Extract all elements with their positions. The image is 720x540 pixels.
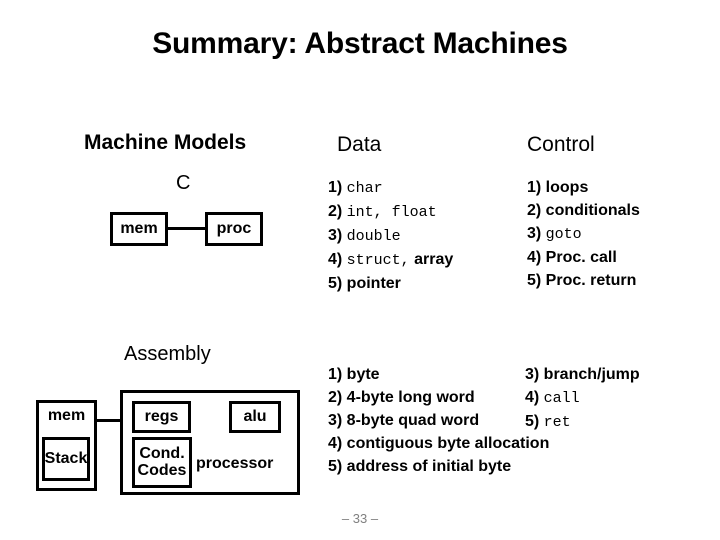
assembly-mem-label: mem (47, 407, 86, 424)
list-item: 1) byte (328, 363, 549, 386)
list-item-text: branch/jump (543, 366, 640, 383)
assembly-stack-box: Stack (42, 437, 90, 481)
list-item-text: conditionals (545, 202, 640, 219)
list-item-text: byte (346, 366, 380, 383)
list-item-text: loops (545, 179, 589, 196)
list-item-number: 1) (328, 179, 347, 196)
list-item-number: 5) (328, 458, 347, 475)
list-item: 4) struct, array (328, 248, 453, 272)
list-item: 5) ret (525, 410, 640, 434)
assembly-connector-line (96, 419, 122, 422)
list-item-number: 2) (328, 203, 347, 220)
list-item-number: 4) (527, 249, 546, 266)
list-item-text: Proc. return (545, 272, 637, 289)
assembly-alu-box: alu (229, 401, 281, 433)
c-model-connector-line (167, 227, 206, 230)
list-item-text: Proc. call (545, 249, 617, 266)
assembly-model-label: Assembly (124, 343, 211, 365)
list-item: 4) Proc. call (527, 246, 640, 269)
list-item-number: 2) (527, 202, 546, 219)
column-header-control: Control (527, 133, 595, 156)
list-item: 5) Proc. return (527, 269, 640, 292)
list-item-text: array (409, 251, 454, 268)
list-item: 1) loops (527, 176, 640, 199)
list-item-number: 4) (328, 435, 347, 452)
list-item-code: ret (543, 414, 571, 431)
list-item-code: char (346, 180, 383, 197)
column-header-data: Data (337, 133, 382, 156)
list-item-text: address of initial byte (346, 458, 512, 475)
page-title: Summary: Abstract Machines (152, 27, 568, 60)
list-item-number: 5) (527, 272, 546, 289)
list-item: 2) conditionals (527, 199, 640, 222)
list-item-number: 4) (328, 251, 347, 268)
list-item-number: 1) (328, 366, 347, 383)
list-item-number: 1) (527, 179, 546, 196)
c-model-mem-box: mem (110, 212, 168, 246)
list-item-number: 3) (525, 366, 544, 383)
assembly-cond-codes-box: Cond. Codes (132, 437, 192, 488)
c-model-proc-box: proc (205, 212, 263, 246)
list-item-text: contiguous byte allocation (346, 435, 550, 452)
assembly-processor-label: processor (196, 455, 274, 472)
list-item: 2) 4-byte long word (328, 386, 549, 409)
list-item-number: 2) (328, 389, 347, 406)
cond-codes-line-1: Cond. (139, 445, 185, 463)
assembly-regs-box: regs (132, 401, 191, 433)
list-item: 3) branch/jump (525, 363, 640, 386)
list-item: 3) goto (527, 222, 640, 246)
list-item: 3) double (328, 224, 453, 248)
list-item-text: pointer (346, 275, 401, 292)
list-item-number: 5) (525, 413, 544, 430)
list-item: 1) char (328, 176, 453, 200)
list-item-text: 4-byte long word (346, 389, 475, 406)
slide-number: – 33 – (341, 511, 379, 526)
list-item-number: 3) (328, 412, 347, 429)
list-item-number: 4) (525, 389, 544, 406)
column-header-machine-models: Machine Models (84, 131, 247, 154)
list-item: 3) 8-byte quad word (328, 409, 549, 432)
list-item-code: double (346, 228, 401, 245)
list-item-code: int, float (346, 204, 437, 221)
c-model-label: C (176, 172, 191, 194)
list-item-number: 5) (328, 275, 347, 292)
cond-codes-line-2: Codes (137, 461, 187, 479)
list-item-code: goto (545, 226, 582, 243)
list-item: 4) contiguous byte allocation (328, 432, 549, 455)
list-item: 4) call (525, 386, 640, 410)
list-item: 5) address of initial byte (328, 455, 549, 478)
list-item-code: call (543, 390, 580, 407)
list-item: 5) pointer (328, 272, 453, 295)
list-item-text: 8-byte quad word (346, 412, 480, 429)
list-item: 2) int, float (328, 200, 453, 224)
list-item-number: 3) (328, 227, 347, 244)
list-item-code: struct, (346, 252, 410, 269)
list-item-number: 3) (527, 225, 546, 242)
